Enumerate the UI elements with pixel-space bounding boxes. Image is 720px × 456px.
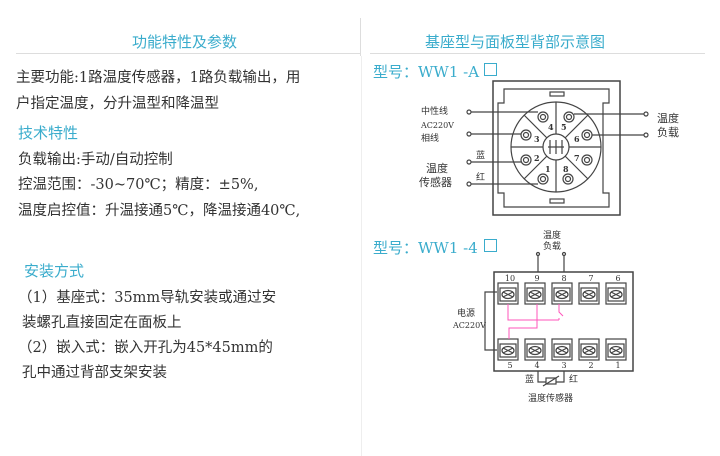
install-line: 装螺孔直接固定在面板上 bbox=[22, 315, 182, 331]
terminal-number: 6 bbox=[615, 274, 620, 283]
install-heading: 安装方式 bbox=[24, 262, 85, 280]
socket-base-diagram bbox=[466, 80, 649, 216]
terminal-number: 4 bbox=[534, 361, 539, 370]
terminal-number: 5 bbox=[507, 361, 512, 370]
neutral-label: 中性线 bbox=[421, 105, 448, 117]
sensor-label: 温度传感器 bbox=[528, 392, 573, 404]
terminal-number: 8 bbox=[561, 274, 566, 283]
section-title-diagram: 基座型与面板型背部示意图 bbox=[425, 33, 606, 51]
model-a-label: 型号：WW1 -A bbox=[373, 63, 480, 81]
terminal-screw-icon bbox=[551, 282, 573, 305]
terminal-screw-icon bbox=[524, 338, 546, 361]
power-label: 电源 bbox=[457, 307, 475, 319]
pin-label: 3 bbox=[534, 134, 540, 144]
terminal-screw-icon bbox=[497, 282, 519, 305]
red-wire-label: 红 bbox=[569, 373, 578, 385]
pin-label: 5 bbox=[561, 122, 567, 132]
divider bbox=[16, 53, 360, 54]
load-label: 负载 bbox=[657, 125, 679, 139]
terminal-screw-icon bbox=[578, 282, 600, 305]
terminal-screw-icon bbox=[497, 338, 519, 361]
terminal-number: 9 bbox=[534, 274, 539, 283]
load-label: 温度 bbox=[657, 111, 679, 125]
load-label: 负载 bbox=[543, 240, 561, 252]
pin-label: 6 bbox=[574, 134, 580, 144]
wiring-diagrams: 4 5 3 6 2 7 1 8 中性线 AC220V 相线 蓝 红 温度 传感器… bbox=[419, 80, 679, 404]
section-title-features: 功能特性及参数 bbox=[132, 33, 238, 51]
terminal-screw-icon bbox=[605, 338, 627, 361]
tech-line: 负载输出:手动/自动控制 bbox=[18, 152, 173, 168]
ac-label: AC220V bbox=[420, 121, 454, 130]
terminal-number: 1 bbox=[615, 361, 620, 370]
install-line: （1）基座式：35mm导轨安装或通过安 bbox=[18, 290, 277, 306]
pin-label: 1 bbox=[545, 164, 551, 174]
terminal-number: 2 bbox=[588, 361, 593, 370]
terminal-screw-icon bbox=[578, 338, 600, 361]
main-function-line-2: 户指定温度，分升温型和降温型 bbox=[16, 96, 219, 112]
pin-label: 8 bbox=[563, 164, 569, 174]
load-label: 温度 bbox=[543, 229, 561, 241]
pin-label: 4 bbox=[548, 122, 554, 132]
model-a-checkbox-icon bbox=[484, 63, 497, 76]
red-wire-label: 红 bbox=[476, 171, 485, 183]
model-4-label: 型号：WW1 -4 bbox=[373, 239, 478, 257]
divider bbox=[370, 53, 705, 54]
internal-wiring bbox=[507, 304, 564, 339]
tech-line: 温度启控值：升温接通5℃，降温接通40℃, bbox=[18, 203, 301, 219]
blue-wire-label: 蓝 bbox=[525, 373, 534, 385]
terminal-screw-icon bbox=[524, 282, 546, 305]
sensor-label: 温度 bbox=[426, 161, 448, 175]
pin-circles bbox=[520, 111, 593, 185]
sensor-label: 传感器 bbox=[419, 176, 452, 189]
main-function-line-1: 主要功能:1路温度传感器，1路负载输出，用 bbox=[16, 70, 301, 86]
divider-vertical bbox=[361, 56, 362, 456]
terminal-block-diagram bbox=[484, 251, 634, 387]
terminal-number: 10 bbox=[505, 274, 515, 283]
tech-heading: 技术特性 bbox=[18, 124, 79, 142]
power-ac-label: AC220V bbox=[452, 321, 486, 330]
terminal-number: 3 bbox=[561, 361, 566, 370]
pin-label: 2 bbox=[534, 153, 540, 163]
divider-vertical bbox=[360, 18, 361, 56]
install-line: （2）嵌入式：嵌入开孔为45*45mm的 bbox=[18, 340, 273, 356]
pin-label: 7 bbox=[574, 153, 580, 163]
model-4-checkbox-icon bbox=[484, 239, 497, 252]
install-line: 孔中通过背部支架安装 bbox=[22, 365, 167, 381]
terminal-screw-icon bbox=[551, 338, 573, 361]
blue-wire-label: 蓝 bbox=[476, 149, 485, 161]
terminal-number: 7 bbox=[588, 274, 593, 283]
phase-label: 相线 bbox=[421, 132, 439, 144]
terminal-screw-icon bbox=[605, 282, 627, 305]
tech-line: 控温范围：-30~70℃；精度：±5%, bbox=[18, 177, 259, 193]
